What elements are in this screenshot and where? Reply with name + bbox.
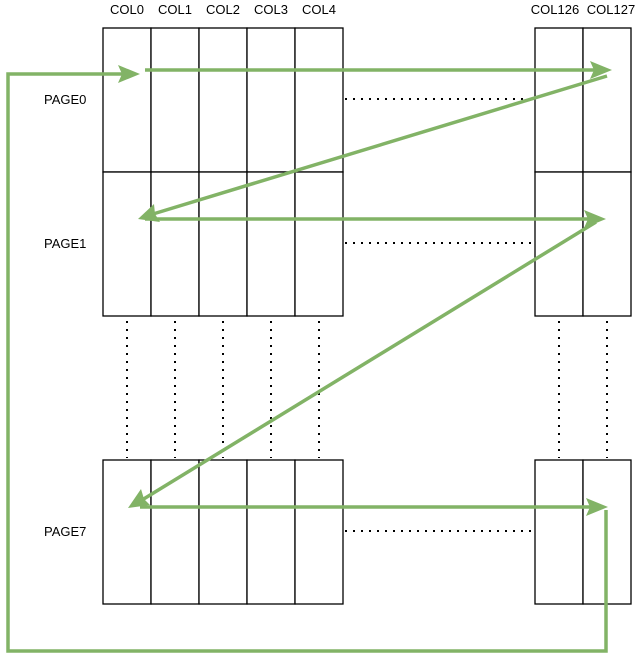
cell <box>294 459 344 605</box>
page1-right-block <box>534 171 632 317</box>
page-label-page7: PAGE7 <box>44 524 86 539</box>
cell <box>246 171 296 317</box>
page1-row-arrowhead <box>584 210 606 228</box>
memory-grid <box>102 27 632 605</box>
page0-row-arrowhead <box>590 61 612 79</box>
page0-to-page1-diagonal-arrow <box>152 74 608 216</box>
cell <box>150 27 200 173</box>
cell <box>102 459 152 605</box>
page-label-page0: PAGE0 <box>44 92 86 107</box>
column-label-col126: COL126 <box>531 2 579 17</box>
page7-row-arrowhead <box>586 498 608 516</box>
cell <box>294 171 344 317</box>
cell <box>198 459 248 605</box>
cell <box>150 459 200 605</box>
cell <box>582 27 632 173</box>
cell <box>102 27 152 173</box>
cell <box>102 171 152 317</box>
page-label-page1: PAGE1 <box>44 236 86 251</box>
cell <box>246 459 296 605</box>
cell <box>150 171 200 317</box>
cell <box>294 27 344 173</box>
page1-to-page7-diagonal-arrow <box>141 220 597 502</box>
column-label-col1: COL1 <box>158 2 192 17</box>
column-labels: COL0 COL1 COL2 COL3 COL4 COL126 COL127 <box>110 2 635 17</box>
page1-left-block <box>102 171 344 317</box>
column-label-col127: COL127 <box>587 2 635 17</box>
column-label-col0: COL0 <box>110 2 144 17</box>
return-loop-arrowhead <box>118 65 140 83</box>
scan-order-arrows <box>6 61 612 653</box>
cell <box>246 27 296 173</box>
column-label-col4: COL4 <box>302 2 336 17</box>
cell <box>534 459 584 605</box>
cell <box>198 27 248 173</box>
cell <box>582 171 632 317</box>
page7-right-block <box>534 459 632 605</box>
page-labels: PAGE0 PAGE1 PAGE7 <box>44 92 86 539</box>
cell <box>534 27 584 173</box>
page0-right-block <box>534 27 632 173</box>
column-label-col3: COL3 <box>254 2 288 17</box>
column-label-col2: COL2 <box>206 2 240 17</box>
page0-left-block <box>102 27 344 173</box>
page1-to-page7-diagonal-arrowhead <box>128 489 150 508</box>
return-loop-arrow <box>6 72 608 653</box>
page7-left-block <box>102 459 344 605</box>
